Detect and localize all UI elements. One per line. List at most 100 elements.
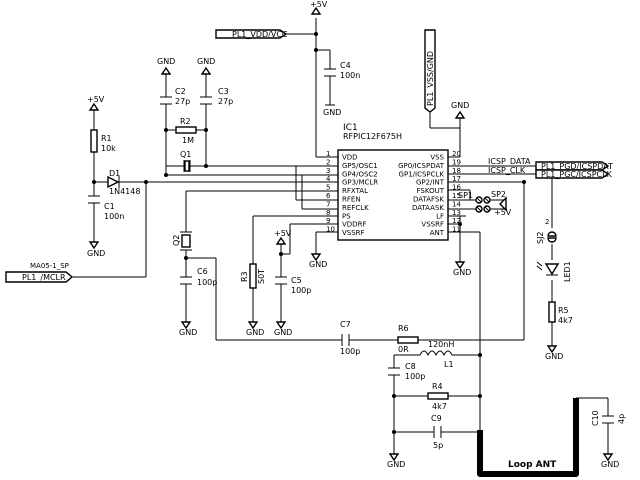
connector-vss-label: PL1_VSS/GND: [426, 51, 435, 106]
ic-pin-name: VSS: [430, 154, 444, 162]
ic-pin-name: RFEN: [342, 196, 361, 204]
capacitor-c2: C2 27p: [160, 87, 190, 106]
resistor-r1: R1 10k: [90, 129, 116, 153]
plus5v-r1: +5V: [87, 95, 105, 111]
r3-value: S0T: [257, 269, 266, 284]
crystal-q2: Q2: [172, 231, 192, 251]
resistor-r6: R6 0R: [397, 324, 419, 354]
led-led1: LED1: [536, 261, 572, 282]
ic-pin-number: 14: [452, 200, 461, 208]
r3-ref: R3: [240, 271, 249, 282]
ic-pins-right: 20VSS19GP0/ICSPDAT18GP1/ICSPCLK17GP2/INT…: [398, 150, 461, 237]
gnd-r3: GND: [246, 321, 264, 337]
ic-pin-name: VSSRF: [421, 221, 444, 229]
ic-pin-name: DATAASK: [412, 204, 444, 212]
connector-vdd: PL1_VDD/VCC: [215, 29, 288, 39]
gnd-vss-label: GND: [451, 101, 469, 110]
gnd-c10: GND: [601, 453, 619, 469]
r1-value: 10k: [101, 144, 116, 153]
plus5v-r1-label: +5V: [87, 95, 105, 104]
gnd-c3-label: GND: [197, 57, 215, 66]
c6-ref: C6: [197, 267, 208, 276]
d1-value: 1N4148: [109, 187, 140, 196]
c5-value: 100p: [291, 286, 311, 295]
gnd-c2-label: GND: [157, 57, 175, 66]
r4-value: 4k7: [432, 402, 447, 411]
ic-pin-name: LF: [436, 212, 444, 220]
r4-ref: R4: [432, 382, 443, 391]
ic-pin-number: 2: [326, 158, 330, 166]
resistor-r5: R5 4k7: [548, 301, 573, 325]
ic-ref: IC1: [343, 123, 358, 133]
net-sp2: SP2: [491, 190, 506, 199]
solder-pad-sp2: [483, 196, 491, 213]
ic-pin-name: FSKOUT: [417, 187, 445, 195]
gnd-c4: GND: [323, 104, 341, 117]
ic-pin-number: 4: [326, 175, 331, 183]
capacitor-c6: C6 100p: [180, 267, 217, 287]
q2-ref: Q2: [172, 235, 181, 246]
gnd-r5: GND: [545, 345, 563, 361]
c2-value: 27p: [175, 97, 190, 106]
connector-pgc-label: PL1_PGC/ICSPCLK: [541, 170, 613, 179]
gnd-pin10: GND: [309, 253, 327, 269]
c3-value: 27p: [218, 97, 233, 106]
ic-pin-name: PS: [342, 212, 351, 220]
gnd-c1-label: GND: [87, 249, 105, 258]
ic-pin-name: GP5/OSC1: [342, 162, 378, 170]
r6-ref: R6: [398, 324, 409, 333]
ic-pin-number: 11: [452, 226, 461, 234]
c7-ref: C7: [340, 320, 351, 329]
capacitor-c3: C3 27p: [200, 87, 233, 106]
c6-value: 100p: [197, 278, 217, 287]
r6-value: 0R: [398, 345, 409, 354]
plus5v-c5-label: +5V: [274, 229, 292, 238]
gnd-c2: GND: [157, 57, 175, 75]
l1-value: 120nH: [428, 340, 454, 349]
ic-pin-name: VDDRF: [342, 221, 366, 229]
ic-pin-number: 8: [326, 209, 330, 217]
gnd-r5-label: GND: [545, 352, 563, 361]
gnd-c4-label: GND: [323, 108, 341, 117]
solder-jumper-sj2: SJ2 2: [536, 218, 557, 244]
plus5v-sp: +5V: [494, 196, 512, 217]
ic-pin-name: RFXTAL: [342, 187, 368, 195]
ic-pin-number: 18: [452, 167, 461, 175]
sj2-pin: 2: [545, 218, 549, 226]
ic-pin-name: GP1/ICSPCLK: [399, 170, 445, 178]
inductor-l1: 120nH L1: [419, 340, 454, 369]
ic-pin-name: VSSRF: [342, 229, 365, 237]
gnd-c6-label: GND: [179, 328, 197, 337]
q1-ref: Q1: [180, 150, 191, 159]
crystal-q1: Q1: [180, 150, 191, 172]
ic-pin-number: 12: [452, 217, 461, 225]
c8-value: 100p: [405, 372, 425, 381]
c10-value: 4p: [617, 414, 626, 424]
connector-pgd: PL1_PGD/ICSPDAT: [535, 161, 613, 171]
gnd-c5-label: GND: [274, 328, 292, 337]
connector-mclr-label: PL1_/MCLR: [22, 273, 66, 282]
capacitor-c8: C8 100p: [388, 362, 425, 381]
l1-ref: L1: [444, 360, 454, 369]
connector-mclr-part: MA05-1_SP: [30, 262, 69, 270]
ic-pin-name: GP3/MCLR: [342, 179, 378, 187]
ic-pin-name: ANT: [430, 229, 445, 237]
r5-ref: R5: [558, 306, 569, 315]
solder-pad-sp1: [475, 196, 483, 213]
gnd-c6: GND: [179, 321, 197, 337]
plus5v-sp-label: +5V: [494, 208, 512, 217]
ic-pin-name: DATAFSK: [413, 196, 444, 204]
ic-pin-number: 15: [452, 192, 461, 200]
connector-pgd-label: PL1_PGD/ICSPDAT: [541, 162, 613, 171]
ic-pin-number: 17: [452, 175, 461, 183]
c3-ref: C3: [218, 87, 229, 96]
ic-pin-number: 3: [326, 167, 330, 175]
c7-value: 100p: [340, 347, 360, 356]
ic-body: [337, 149, 449, 241]
loop-antenna: [477, 398, 579, 477]
connector-mclr: PL1_/MCLR MA05-1_SP: [5, 262, 74, 283]
ic-pin-number: 6: [326, 192, 331, 200]
net-loop-ant: Loop ANT: [508, 460, 557, 470]
gnd-pin12: GND: [453, 261, 471, 277]
